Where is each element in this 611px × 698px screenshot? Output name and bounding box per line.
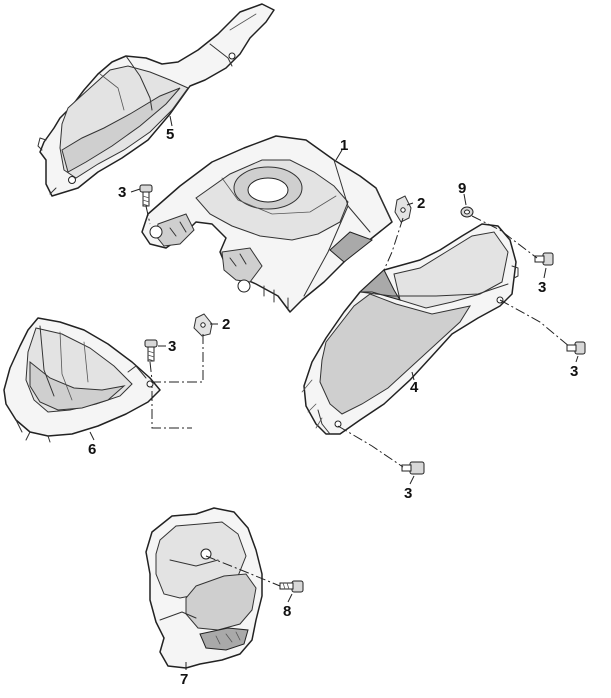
- callout-labels: 1 2 2 3 3 3 3 3 4 5 6 7 8 9: [88, 126, 578, 688]
- assembly-dashed-lines: [145, 205, 571, 587]
- callout-5: 5: [166, 126, 174, 143]
- part-8-bolt: [279, 580, 304, 593]
- part-3-bolt-d: [566, 341, 586, 355]
- callout-3-right-upper: 3: [538, 279, 546, 296]
- callout-2-lower: 2: [222, 316, 230, 333]
- part-6-front-cowl: [3, 317, 161, 443]
- part-3-bolt-b: [144, 339, 158, 362]
- part-3-bolt-a: [139, 184, 153, 207]
- part-9-grommet-nut: [460, 206, 474, 218]
- callout-6: 6: [88, 441, 96, 458]
- part-2-clip-upper: [394, 195, 412, 223]
- part-4-side-panel: [301, 223, 519, 435]
- part-3-bolt-e: [401, 461, 425, 475]
- part-2-clip-lower: [193, 313, 213, 337]
- callout-3-mid-left: 3: [168, 338, 176, 355]
- callout-1: 1: [340, 137, 348, 154]
- callout-8: 8: [283, 603, 291, 620]
- part-5-upper-side-cover: [37, 3, 275, 197]
- callout-3-bottom: 3: [404, 485, 412, 502]
- callout-3-right-lower: 3: [570, 363, 578, 380]
- leader-lines: [89, 115, 579, 670]
- part-1-tank-cover: [141, 135, 393, 313]
- callout-2-upper: 2: [417, 195, 425, 212]
- callout-9: 9: [458, 180, 466, 197]
- callout-4: 4: [410, 379, 419, 396]
- callout-7: 7: [180, 671, 188, 688]
- part-7-lower-cover: [145, 507, 263, 669]
- part-3-bolt-c: [534, 252, 554, 266]
- callout-3-top-left: 3: [118, 184, 126, 201]
